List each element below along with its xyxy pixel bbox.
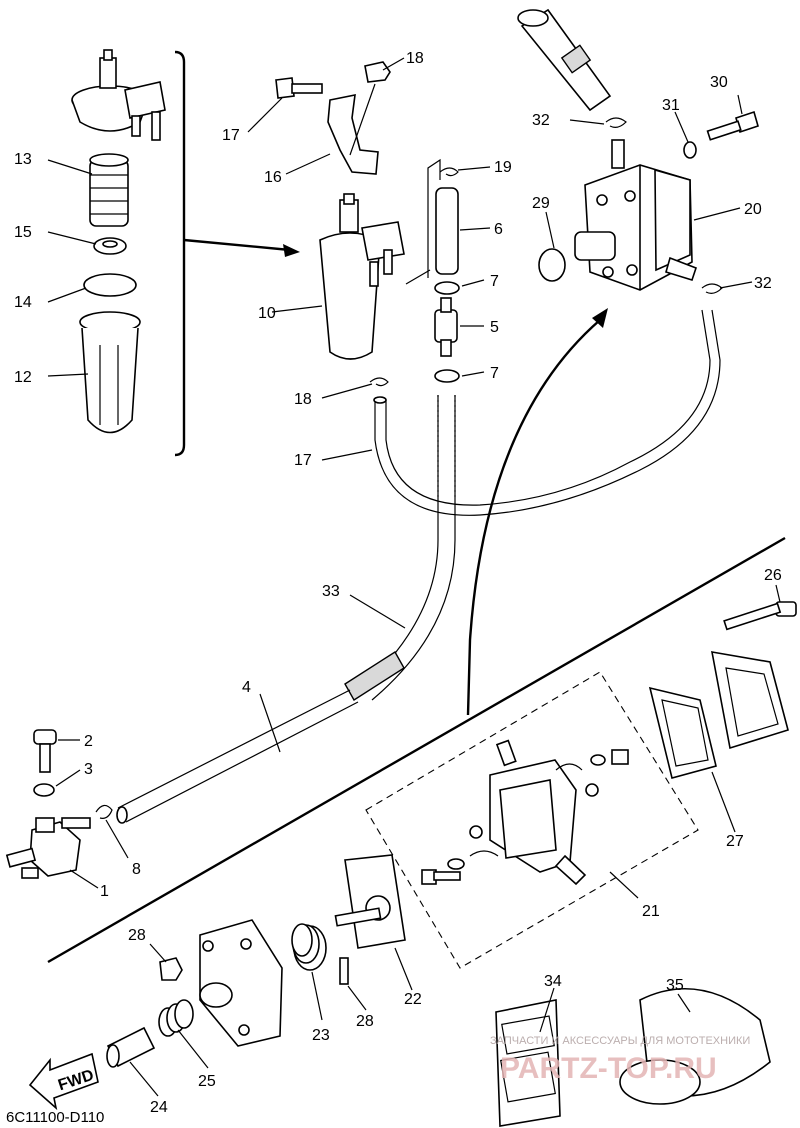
callout-9: 10 (258, 305, 276, 322)
callout-16: 18 (406, 50, 424, 67)
callout-5: 5 (490, 319, 499, 336)
pin-28-part (339, 957, 349, 985)
callout-24: 25 (198, 1073, 216, 1090)
pump-cover-body-part (199, 919, 283, 1047)
callout-32-lower: 32 (754, 275, 772, 292)
callout-31: 31 (662, 97, 680, 114)
callout-34: 34 (544, 973, 562, 990)
watermark: ЗАПЧАСТИ И АКСЕССУАРЫ ДЛЯ МОТОТЕХНИКИ PA… (490, 1035, 750, 1085)
plunger-23-part (106, 1026, 156, 1068)
fuel-filter-assembly-part (319, 193, 405, 360)
reference-code: 6C11100-D110 (6, 1109, 104, 1126)
callout-2: 2 (84, 733, 93, 750)
callout-32-upper: 32 (532, 112, 550, 129)
watermark-tagline: ЗАПЧАСТИ И АКСЕССУАРЫ ДЛЯ МОТОТЕХНИКИ (490, 1035, 750, 1047)
washer-3-part (33, 783, 55, 797)
label-34-part (495, 999, 561, 1127)
assembly-pointer-arrow (466, 308, 608, 716)
pump-group-dashed-box (365, 671, 699, 969)
fuel-hose-17-part (373, 309, 721, 516)
callout-3: 3 (84, 761, 93, 778)
nut-16-part (364, 61, 391, 83)
fuel-pump-supply-hose-part (517, 8, 612, 112)
pump-body-part (421, 739, 629, 886)
callout-25: 26 (764, 567, 782, 584)
bolt-15-part (275, 77, 323, 99)
filter-bracket-part (327, 93, 379, 175)
cover-35-part (619, 988, 771, 1105)
callout-22: 23 (312, 1027, 330, 1044)
nut-27-part (159, 957, 183, 981)
clip-32-upper-part (605, 117, 627, 128)
bolt-25-part (723, 601, 797, 631)
fuel-hose-33-part (344, 395, 456, 701)
callout-30: 30 (710, 74, 728, 91)
spring-22-part (291, 923, 327, 971)
callout-10: 12 (14, 369, 32, 386)
callout-28-number: 28 (356, 1013, 374, 1030)
callout-6: 6 (494, 221, 503, 238)
callout-18-lower: 18 (294, 391, 312, 408)
callout-21: 22 (404, 991, 422, 1008)
leader-lines (47, 57, 781, 1097)
clamp-7-upper-part (434, 281, 460, 295)
spring-24-part (158, 999, 194, 1037)
callout-17-number: 17 (294, 452, 312, 469)
callout-1: 1 (100, 883, 109, 900)
callout-27: 28 (128, 927, 146, 944)
hose-6-part (435, 187, 459, 275)
callout-12: 14 (14, 294, 32, 311)
filter-cup-part (79, 311, 141, 434)
callout-15: 17 (222, 127, 240, 144)
bolt-30-part (706, 110, 759, 141)
filter-inset-group (71, 49, 300, 457)
callout-7-lower: 7 (490, 365, 499, 382)
callout-20: 21 (642, 903, 660, 920)
clamp-7-lower-part (434, 369, 460, 383)
callout-23: 24 (150, 1099, 168, 1116)
fuel-joint-1-part (5, 817, 91, 879)
fuel-pump-assembly-part (574, 139, 698, 291)
fuel-filter-head-part (71, 49, 166, 141)
filter-nut-part (93, 237, 127, 255)
callout-8: 8 (132, 861, 141, 878)
clip-8-part (95, 804, 113, 819)
callout-29: 29 (532, 195, 550, 212)
cover-plate-part (711, 651, 789, 750)
diaphragm-21-part (334, 854, 406, 949)
bolt-2-part (33, 729, 57, 773)
joint-5-part (434, 297, 458, 357)
cover-26-part (648, 686, 717, 779)
clip-18-upper-part (439, 167, 459, 177)
callout-4: 4 (242, 679, 251, 696)
callout-26: 27 (726, 833, 744, 850)
o-ring-29-part (538, 248, 566, 282)
washer-31-part (683, 141, 697, 159)
clip-18-lower-part (369, 377, 389, 387)
group-bracket (174, 50, 186, 457)
callout-18-upper: 19 (494, 159, 512, 176)
callout-33: 33 (322, 583, 340, 600)
callout-11: 13 (14, 151, 32, 168)
hose-4-part (116, 689, 359, 824)
section-divider-line (47, 536, 786, 964)
forward-direction-arrow: FWD (28, 1052, 99, 1111)
clip-32-lower-part (701, 283, 723, 294)
callout-14: 16 (264, 169, 282, 186)
watermark-brand: PARTZ-TOP.RU (500, 1052, 717, 1085)
callout-35: 35 (666, 977, 684, 994)
filter-o-ring-part (83, 273, 137, 297)
filter-element-part (89, 153, 129, 227)
callout-19: 20 (744, 201, 762, 218)
callout-7-upper: 7 (490, 273, 499, 290)
callout-13: 15 (14, 224, 32, 241)
bracket-pointer-arrow (183, 238, 300, 257)
callout-labels: 13 15 14 12 17 16 18 19 6 7 5 7 10 18 16… (14, 50, 782, 1116)
